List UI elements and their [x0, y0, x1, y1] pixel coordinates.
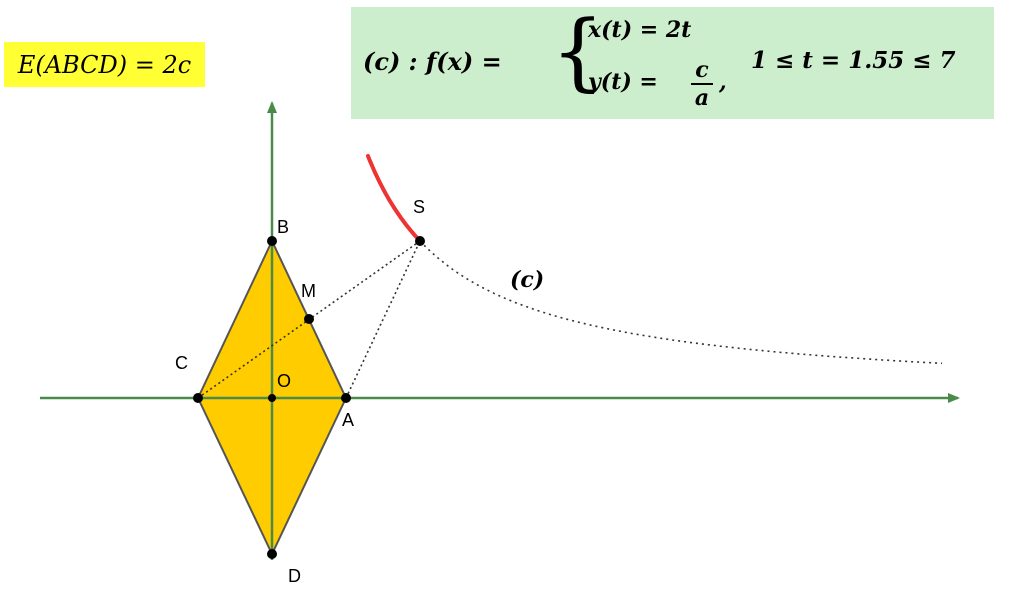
- label-s: S: [413, 197, 425, 217]
- label-m: M: [301, 281, 316, 301]
- point-b[interactable]: [267, 236, 277, 246]
- formula-brace: {: [551, 2, 605, 100]
- point-c[interactable]: [193, 393, 203, 403]
- fraction-denominator: a: [694, 85, 710, 111]
- label-o: O: [277, 371, 291, 391]
- label-b: B: [277, 217, 289, 237]
- formula-y-prefix: y(t) =: [588, 69, 658, 95]
- point-o[interactable]: [268, 394, 276, 402]
- formula-x-equation: x(t) = 2t: [588, 17, 692, 43]
- area-label-box: E(ABCD) = 2c: [4, 42, 205, 87]
- formula-lhs: (c) : f(x) =: [363, 47, 502, 76]
- curve-remaining-part: [419, 240, 943, 365]
- formula-comma: ,: [719, 69, 727, 95]
- label-c: C: [175, 353, 188, 373]
- point-m[interactable]: [304, 314, 314, 324]
- label-a: A: [342, 410, 354, 430]
- formula-range: 1 ≤ t = 1.55 ≤ 7: [751, 47, 956, 74]
- formula-fraction: c a: [691, 59, 713, 109]
- curve-label: (c): [510, 267, 544, 293]
- point-d[interactable]: [267, 549, 277, 559]
- fraction-numerator: c: [695, 57, 709, 83]
- area-label: E(ABCD) = 2c: [17, 50, 192, 79]
- formula-box: (c) : f(x) = { x(t) = 2t y(t) = c a , 1 …: [351, 7, 994, 119]
- label-d: D: [288, 566, 301, 586]
- point-a[interactable]: [341, 393, 351, 403]
- point-s[interactable]: [415, 236, 425, 246]
- curve-traced-part: [366, 154, 422, 243]
- fraction-bar: [691, 83, 713, 85]
- segment-a-s: [345, 240, 421, 399]
